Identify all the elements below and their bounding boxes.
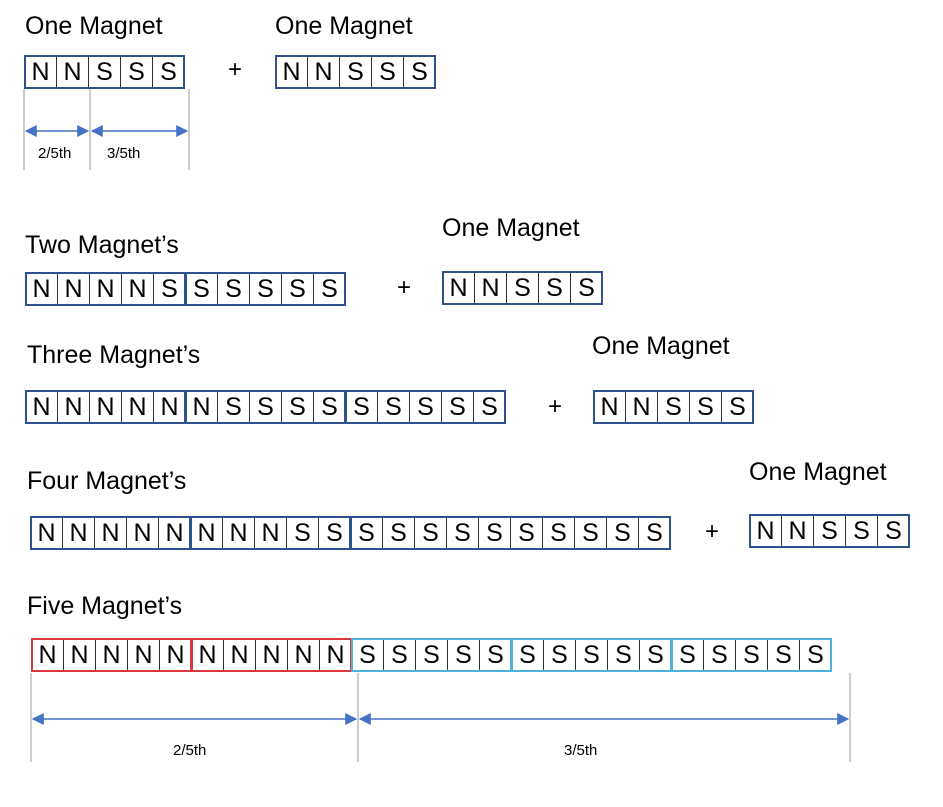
top-dimension-right-label: 3/5th [107, 145, 141, 162]
row-4-plus: + [705, 518, 720, 545]
top-extension-lines [23, 89, 190, 170]
row-3-plus: + [548, 393, 563, 420]
row-3-label: Three Magnet’s [27, 341, 201, 369]
row-3-partner-label: One Magnet [592, 332, 730, 360]
row-2-label: Two Magnet’s [25, 231, 179, 259]
row-1-label: One Magnet [25, 12, 163, 40]
top-dimension-left-label: 2/5th [38, 145, 72, 162]
row-1-partner-label: One Magnet [275, 12, 413, 40]
row-1-plus: + [228, 56, 243, 83]
row-2-plus: + [397, 274, 412, 301]
bottom-extension-lines [30, 673, 851, 762]
row-4-label: Four Magnet’s [27, 467, 187, 495]
row-2-partner-label: One Magnet [442, 214, 580, 242]
row-4-partner-label: One Magnet [749, 458, 887, 486]
bottom-dimension-left-label: 2/5th [173, 742, 207, 759]
row-5-label: Five Magnet’s [27, 592, 183, 620]
bottom-dimension-right-label: 3/5th [564, 742, 598, 759]
